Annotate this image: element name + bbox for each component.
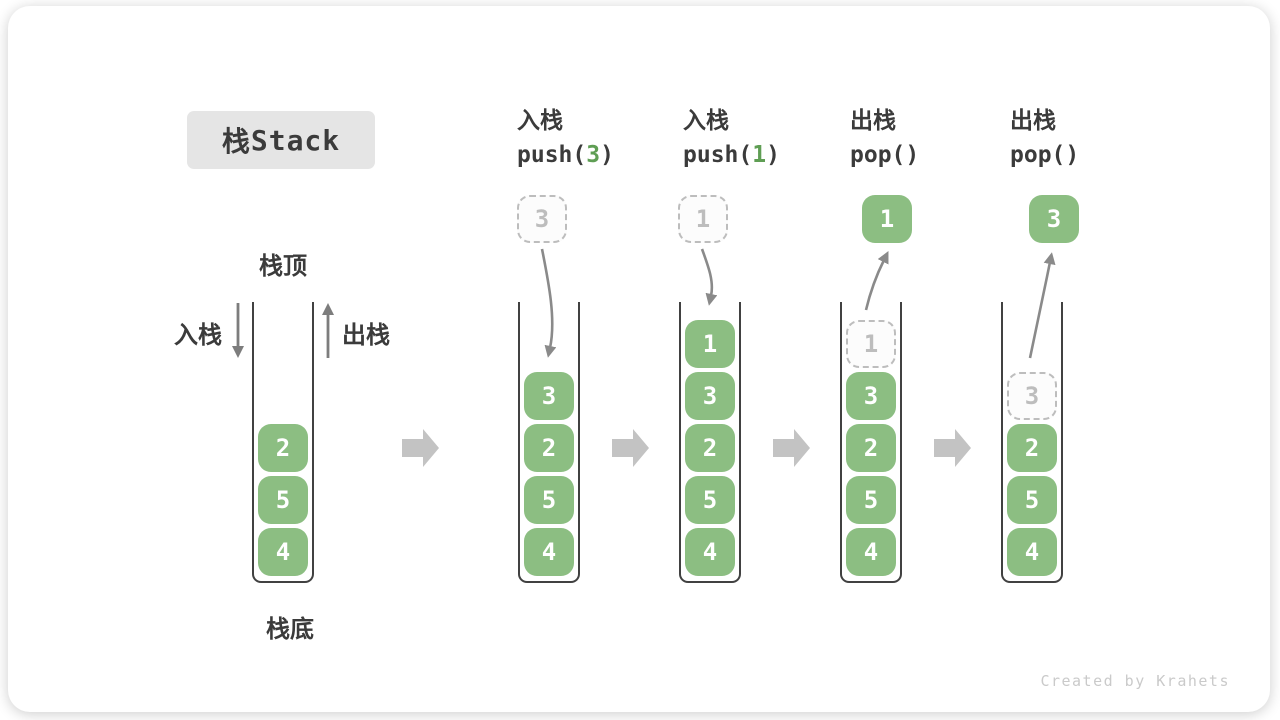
- code-part: push(: [683, 142, 753, 168]
- stack-element-solid: 5: [846, 476, 896, 524]
- pop-label: 出栈: [342, 321, 390, 349]
- code-part: ): [766, 142, 780, 168]
- stack-container: [1001, 302, 1063, 583]
- stack-element-solid: 5: [524, 476, 574, 524]
- stack-element-solid: 4: [524, 528, 574, 576]
- code-part: ): [600, 142, 614, 168]
- stack-container: [679, 302, 741, 583]
- stack-element-solid: 4: [846, 528, 896, 576]
- title-zh: 栈: [221, 125, 251, 158]
- stack-element-solid: 2: [258, 424, 308, 472]
- stack-element-solid: 3: [685, 372, 735, 420]
- push-label: 入栈: [174, 321, 222, 349]
- push-1-motion-arrow-icon: [700, 248, 718, 306]
- op-push-3: 入栈 push(3): [517, 108, 614, 168]
- stack-element-ghost: 1: [846, 320, 896, 368]
- title-en: Stack: [250, 123, 341, 157]
- operation-name: 出栈: [1010, 108, 1056, 134]
- stack-element-solid: 3: [846, 372, 896, 420]
- op-push-1: 入栈 push(1): [683, 108, 780, 168]
- operation-name: 入栈: [517, 108, 563, 134]
- step-arrow-icon: [612, 429, 649, 467]
- step-arrow-icon: [773, 429, 810, 467]
- stack-element-solid: 5: [258, 476, 308, 524]
- stack-container: [840, 302, 902, 583]
- floating-element-dashed: 1: [678, 195, 728, 243]
- step-arrow-icon: [402, 429, 439, 467]
- op-pop-second: 出栈 pop(): [1010, 108, 1079, 168]
- op-pop-first: 出栈 pop(): [850, 108, 919, 168]
- operation-code: pop(): [1010, 142, 1079, 168]
- stack-element-solid: 3: [524, 372, 574, 420]
- stack-container: [518, 302, 580, 583]
- stack-element-solid: 2: [524, 424, 574, 472]
- code-part: pop(): [1010, 142, 1080, 168]
- stack-element-ghost: 3: [1007, 372, 1057, 420]
- stack-element-solid: 5: [1007, 476, 1057, 524]
- stack-element-solid: 4: [685, 528, 735, 576]
- floating-element-dashed: 3: [517, 195, 567, 243]
- stack-element-solid: 5: [685, 476, 735, 524]
- code-part: push(: [517, 142, 587, 168]
- step-arrow-icon: [934, 429, 971, 467]
- stack-element-solid: 2: [1007, 424, 1057, 472]
- floating-element-solid: 1: [862, 195, 912, 243]
- code-part: 3: [586, 142, 601, 168]
- stack-container: [252, 302, 314, 583]
- code-part: 1: [752, 142, 767, 168]
- operation-name: 入栈: [683, 108, 729, 134]
- operation-code: push(1): [683, 142, 780, 168]
- stack-top-label: 栈顶: [259, 252, 307, 280]
- operation-name: 出栈: [850, 108, 896, 134]
- code-part: pop(): [850, 142, 920, 168]
- stack-element-solid: 2: [685, 424, 735, 472]
- watermark: Created by Krahets: [1040, 672, 1230, 690]
- diagram-title: 栈 Stack: [187, 111, 375, 169]
- operation-code: pop(): [850, 142, 919, 168]
- stack-bottom-label: 栈底: [266, 615, 314, 643]
- operation-code: push(3): [517, 142, 614, 168]
- stack-element-solid: 2: [846, 424, 896, 472]
- stack-element-solid: 1: [685, 320, 735, 368]
- stack-element-solid: 4: [1007, 528, 1057, 576]
- floating-element-solid: 3: [1029, 195, 1079, 243]
- stack-element-solid: 4: [258, 528, 308, 576]
